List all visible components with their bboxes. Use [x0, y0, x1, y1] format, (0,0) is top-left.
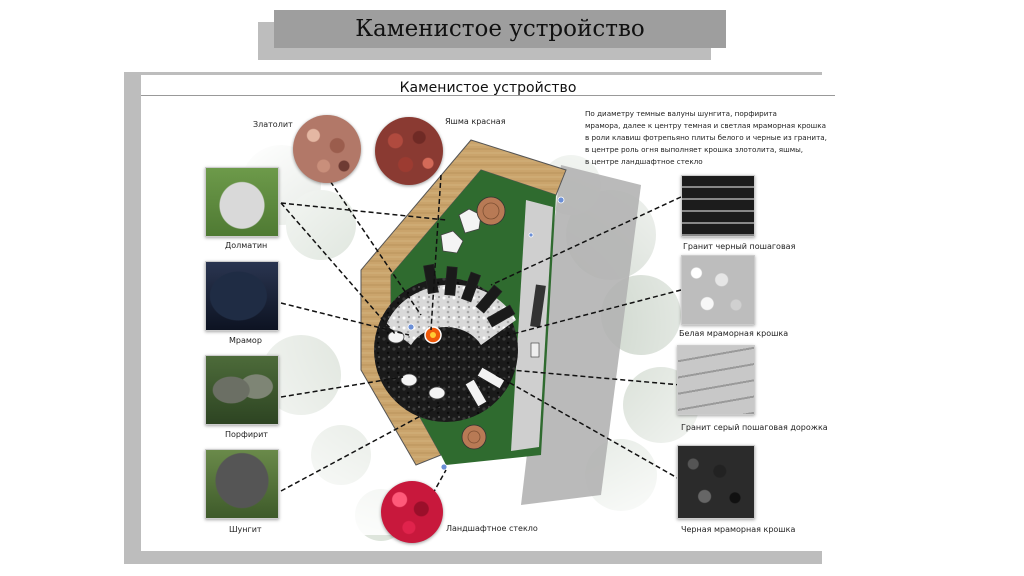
- description-line: По диаметру темные валуны шунгита, порфи…: [585, 109, 777, 118]
- label-marble: Мрамор: [229, 336, 262, 345]
- dolmatin-stone-photo: [205, 167, 279, 237]
- granite-slabs: [423, 263, 516, 408]
- label-red-jasper: Яшма красная: [445, 117, 506, 126]
- description-line: мрамора, далее к центру темная и светлая…: [585, 121, 826, 130]
- label-black-granite-steps: Гранит черный пошаговая: [683, 242, 796, 251]
- landscape-plan-sheet: Каменистое устройство: [141, 75, 835, 551]
- slide-title: Каменистое устройство: [355, 16, 645, 42]
- label-porphyrite: Порфирит: [225, 430, 268, 439]
- black-granite-steps-photo: [681, 175, 755, 237]
- label-dolmatin: Долматин: [225, 241, 268, 250]
- label-grey-granite-path: Гранит серый пошаговая дорожка: [681, 423, 828, 432]
- sheet-title: Каменистое устройство: [399, 80, 577, 96]
- round-stepping-stones: [461, 196, 506, 450]
- slide-title-banner: Каменистое устройство: [274, 10, 726, 48]
- bench: [530, 284, 546, 328]
- black-marble-chips-photo: [677, 445, 755, 519]
- description-line: в центре роль огня выполняет крошка злот…: [585, 145, 804, 154]
- site-plan-drawing: [201, 115, 761, 541]
- grey-granite-path-photo: [677, 345, 755, 415]
- label-landscape-glass: Ландшафтное стекло: [446, 524, 538, 533]
- description-line: в роли клавиш фотрепьяно плиты белого и …: [585, 133, 827, 142]
- red-jasper-chips-swatch: [375, 117, 443, 185]
- description-line: в центре ландшафтное стекло: [585, 157, 703, 166]
- label-black-marble-chips: Черная мраморная крошка: [681, 525, 796, 534]
- zlatolit-chips-swatch: [293, 115, 361, 183]
- leader-lines: [280, 174, 682, 516]
- white-marble-chips-photo: [681, 255, 755, 325]
- landscape-glass-swatch: [381, 481, 443, 543]
- composition-description: По диаметру темные валуны шунгита, порфи…: [585, 108, 830, 168]
- shungite-stone-photo: [205, 449, 279, 519]
- label-zlatolit: Златолит: [253, 120, 293, 129]
- lamp-markers: [407, 196, 565, 471]
- porphyrite-stone-photo: [205, 355, 279, 425]
- label-white-marble-chips: Белая мраморная крошка: [679, 329, 789, 338]
- label-shungite: Шунгит: [229, 525, 262, 534]
- white-boulders: [387, 208, 482, 400]
- marble-stone-photo: [205, 261, 279, 331]
- sheet-title-divider: [141, 95, 835, 96]
